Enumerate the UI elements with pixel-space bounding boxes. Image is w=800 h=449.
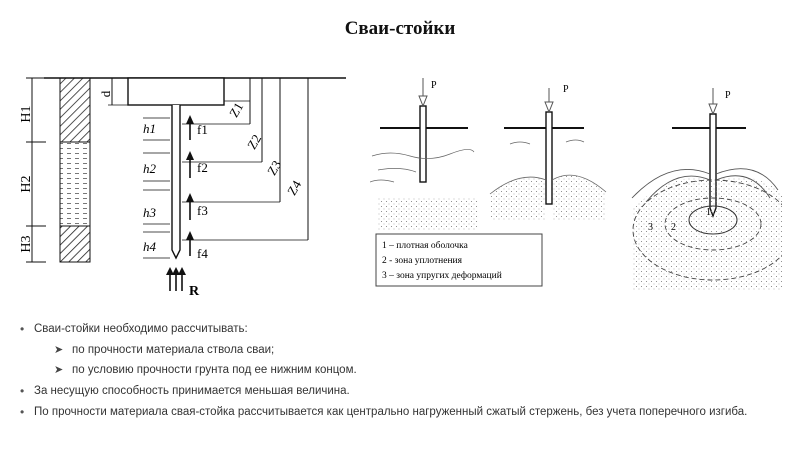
- segment-label-h1: h1: [143, 121, 156, 136]
- sub-bullet-text: по прочности материала ствола сваи;: [72, 344, 275, 356]
- soil-layer-2: [59, 141, 91, 227]
- force-arrow-icon: [186, 151, 194, 160]
- legend-item-3: 3 – зона упругих деформаций: [382, 270, 502, 281]
- zone-number-1: 1: [706, 207, 711, 218]
- segment-label-h4: h4: [143, 239, 157, 254]
- pile-shaft: [171, 105, 181, 260]
- load-arrow-icon: [708, 103, 718, 116]
- force-label-f2: f2: [197, 160, 208, 175]
- bullet-text: Сваи-стойки необходимо рассчитывать:: [34, 323, 248, 335]
- soil-layer-1: [59, 77, 91, 143]
- pile-stage-b: P: [489, 84, 607, 220]
- load-label-b: P: [563, 84, 569, 95]
- slide-title: Сваи-стойки: [344, 18, 456, 39]
- arrow-right-icon: ➤: [54, 344, 64, 356]
- bullet-item: По прочности материала свая-стойка рассч…: [20, 405, 780, 420]
- segment-1: h1 f1: [143, 115, 208, 141]
- load-label-a: P: [431, 80, 437, 91]
- layer-label-h3: H3: [19, 235, 34, 252]
- d-label: d: [98, 90, 113, 97]
- bullet-text: По прочности материала свая-стойка рассч…: [34, 406, 748, 418]
- force-label-f3: f3: [197, 203, 208, 218]
- segment-2: h2 f2: [143, 151, 208, 182]
- segment-label-h2: h2: [143, 161, 157, 176]
- arrow-right-icon: ➤: [54, 364, 64, 376]
- zone-number-2: 2: [671, 222, 676, 233]
- force-arrow-icon: [186, 231, 194, 240]
- reaction-label: R: [189, 284, 200, 299]
- depth-label-z2: Z2: [244, 132, 264, 152]
- force-arrow-icon: [186, 193, 194, 202]
- load-arrow-icon: [544, 101, 554, 114]
- sub-bullet-item: ➤ по прочности материала ствола сваи;: [54, 343, 780, 358]
- segment-4: h4 f4: [143, 231, 208, 261]
- sub-bullet-list: ➤ по прочности материала ствола сваи; ➤ …: [34, 343, 780, 378]
- layer-label-h1: H1: [19, 105, 34, 122]
- pile-soil-zones-diagram: P P P 1 2 3: [370, 78, 782, 290]
- depth-label-z3: Z3: [264, 158, 284, 178]
- load-arrow-icon: [418, 95, 428, 108]
- bullet-list: Сваи-стойки необходимо рассчитывать: ➤ п…: [20, 322, 780, 426]
- force-label-f4: f4: [197, 246, 208, 261]
- zones-legend: 1 – плотная оболочка 2 - зона уплотнения…: [375, 233, 543, 287]
- bullet-item: За несущую способность принимается меньш…: [20, 384, 780, 399]
- legend-item-1: 1 – плотная оболочка: [382, 240, 469, 251]
- pile-stage-a: P: [370, 78, 478, 230]
- layer-label-h2: H2: [19, 175, 34, 192]
- pile-stage-c: P 1 2 3: [631, 88, 782, 290]
- force-label-f1: f1: [197, 122, 208, 137]
- depth-label-z1: Z1: [226, 100, 246, 120]
- depth-label-z4: Z4: [284, 177, 304, 197]
- segment-label-h3: h3: [143, 205, 157, 220]
- force-arrow-icon: [186, 115, 194, 124]
- pile-cap: [127, 77, 225, 106]
- reaction-arrows-icon: [166, 267, 186, 291]
- sub-bullet-item: ➤ по условию прочности грунта под ее ниж…: [54, 363, 780, 378]
- soil-layer-3: [59, 225, 91, 263]
- load-label-c: P: [725, 90, 731, 101]
- sub-bullet-text: по условию прочности грунта под ее нижни…: [72, 364, 357, 376]
- bullet-text: За несущую способность принимается меньш…: [34, 385, 350, 397]
- legend-item-2: 2 - зона уплотнения: [382, 256, 463, 266]
- zone-number-3: 3: [648, 222, 653, 233]
- pile-layers-diagram: H1 H2 H3 d h1 f1 h2 f2 h3 f3 h4: [19, 77, 346, 299]
- bullet-item: Сваи-стойки необходимо рассчитывать: ➤ п…: [20, 322, 780, 378]
